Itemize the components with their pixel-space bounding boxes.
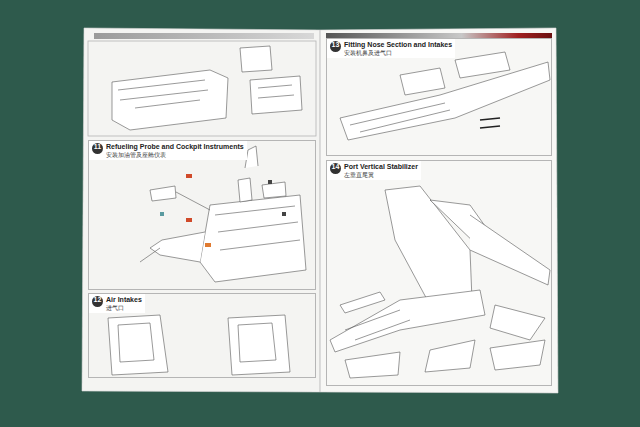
step-title-zh: 左垂直尾翼 — [344, 171, 418, 178]
step-titles: Air Intakes进气口 — [106, 296, 142, 311]
step-number: 12 — [92, 296, 103, 307]
step-title: Air Intakes — [106, 296, 142, 304]
step-header: 14Port Vertical Stabilizer左垂直尾翼 — [327, 161, 421, 180]
step-header: 13Fitting Nose Section and Intakes安装机鼻及进… — [327, 39, 455, 58]
step-title: Port Vertical Stabilizer — [344, 163, 418, 171]
step-titles: Fitting Nose Section and Intakes安装机鼻及进气口 — [344, 41, 452, 56]
instruction-step-panel: 14Port Vertical Stabilizer左垂直尾翼 — [326, 160, 552, 386]
step-title-zh: 进气口 — [106, 304, 142, 311]
step-titles: Refueling Probe and Cockpit Instruments安… — [106, 143, 244, 158]
step-title: Refueling Probe and Cockpit Instruments — [106, 143, 244, 151]
step-title-zh: 安装机鼻及进气口 — [344, 49, 452, 56]
step-titles: Port Vertical Stabilizer左垂直尾翼 — [344, 163, 418, 178]
instruction-step-panel: 13Fitting Nose Section and Intakes安装机鼻及进… — [326, 38, 552, 156]
step-title: Fitting Nose Section and Intakes — [344, 41, 452, 49]
step-number: 14 — [330, 163, 341, 174]
step-header: 12Air Intakes进气口 — [89, 294, 145, 313]
step-number: 13 — [330, 41, 341, 52]
step-number: 11 — [92, 143, 103, 154]
step-header: 11Refueling Probe and Cockpit Instrument… — [89, 141, 247, 160]
instruction-step-panel: 12Air Intakes进气口 — [88, 293, 316, 378]
instruction-step-panel: 11Refueling Probe and Cockpit Instrument… — [88, 140, 316, 290]
step-title-zh: 安装加油管及座舱仪表 — [106, 151, 244, 158]
